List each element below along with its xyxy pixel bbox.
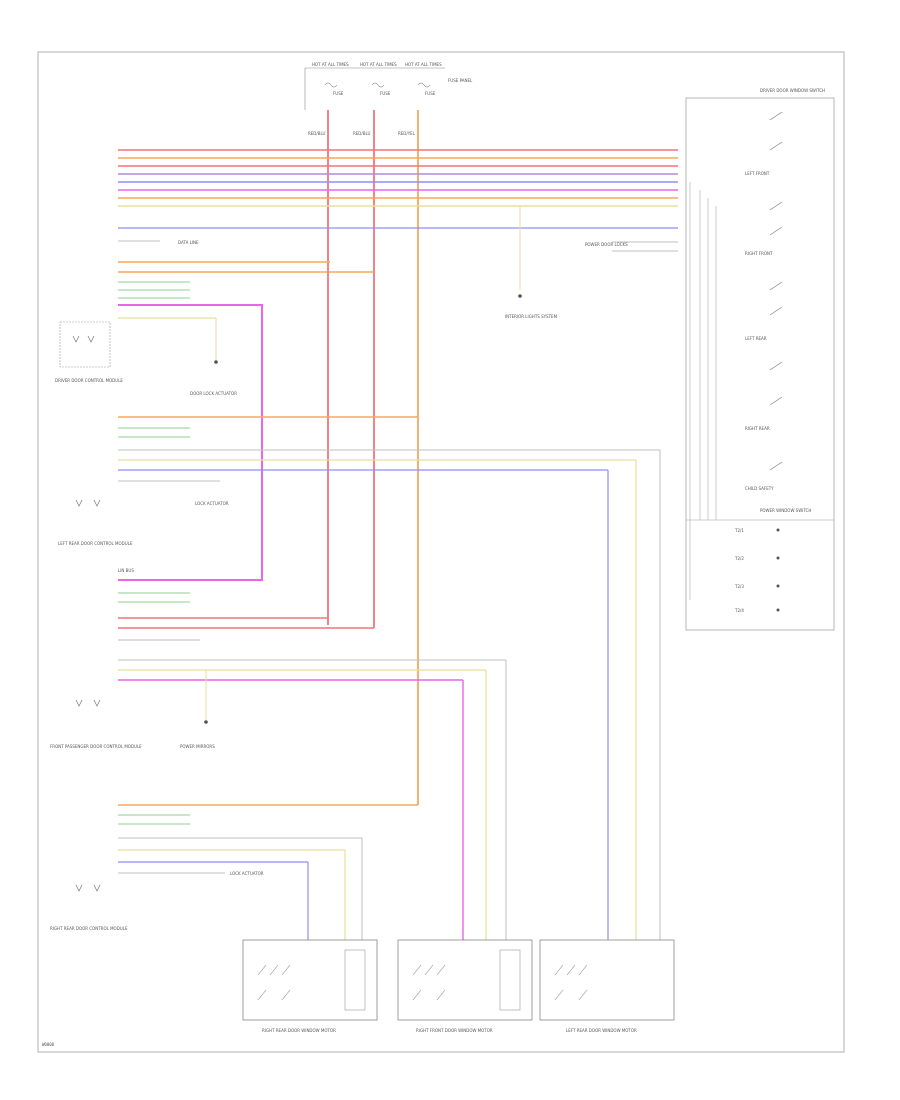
switch-pin-1: T2/1	[734, 528, 744, 533]
driver-door-module: DRIVER DOOR CONTROL MODULE	[55, 321, 123, 383]
callout-lin-bus: LIN BUS	[118, 568, 134, 573]
right-rear-module-name: RIGHT REAR DOOR CONTROL MODULE	[50, 926, 128, 931]
switch-pin-2: T2/2	[734, 556, 744, 561]
left-rear-bus	[118, 416, 660, 482]
fuse-label-1: HOT AT ALL TIMES	[312, 62, 349, 67]
switch-row-3: LEFT REAR	[745, 336, 767, 341]
driver-door-module-name: DRIVER DOOR CONTROL MODULE	[55, 378, 123, 383]
right-rear-bus	[118, 804, 418, 874]
lin-bus-wire	[118, 304, 263, 581]
motor-drops	[307, 450, 661, 940]
callout-mirror: POWER MIRRORS	[180, 744, 215, 749]
fuse-name-2: FUSE	[380, 91, 391, 96]
window-motor-2-name: RIGHT FRONT DOOR WINDOW MOTOR	[416, 1028, 493, 1033]
right-rear-module: RIGHT REAR DOOR CONTROL MODULE	[50, 884, 128, 931]
callout-data-line: DATA LINE	[178, 240, 199, 245]
window-motor-3: LEFT REAR DOOR WINDOW MOTOR	[539, 939, 675, 1033]
driver-bus-lines	[118, 149, 678, 290]
front-passenger-bus	[118, 592, 506, 720]
window-motor-3-name: LEFT REAR DOOR WINDOW MOTOR	[566, 1028, 637, 1033]
callout-driver-door-lock: DOOR LOCK ACTUATOR	[190, 391, 237, 396]
fuse-label-3: HOT AT ALL TIMES	[405, 62, 442, 67]
switch-row-4: RIGHT REAR	[745, 426, 770, 431]
front-passenger-module: FRONT PASSENGER DOOR CONTROL MODULE	[50, 699, 142, 749]
fuse-wire-1: RED/BLU	[308, 131, 326, 136]
fuse-wire-2: RED/BLU	[353, 131, 371, 136]
fuse-label-2: HOT AT ALL TIMES	[360, 62, 397, 67]
front-passenger-module-name: FRONT PASSENGER DOOR CONTROL MODULE	[50, 744, 142, 749]
left-rear-module: LEFT REAR DOOR CONTROL MODULE	[58, 499, 133, 546]
power-window-label: POWER WINDOW SWITCH	[760, 508, 811, 513]
diagram-frame	[37, 51, 845, 1053]
switch-row-1: LEFT FRONT	[745, 171, 770, 176]
driver-lower-connector	[118, 261, 374, 360]
fuse-name-1: FUSE	[333, 91, 344, 96]
callout-interior-lights: INTERIOR LIGHTS SYSTEM	[505, 314, 558, 319]
fuse-panel-label: FUSE PANEL	[448, 78, 473, 83]
callout-power-door-locks: POWER DOOR LOCKS	[585, 242, 628, 247]
switch-panel-name: DRIVER DOOR WINDOW SWITCH	[760, 88, 825, 93]
window-motor-2: RIGHT FRONT DOOR WINDOW MOTOR	[397, 939, 533, 1033]
left-rear-module-name: LEFT REAR DOOR CONTROL MODULE	[58, 541, 133, 546]
switch-panel: DRIVER DOOR WINDOW SWITCH POWER WINDOW S…	[685, 88, 835, 631]
fuse-wire-3: RED/YEL	[398, 131, 416, 136]
switch-row-2: RIGHT FRONT	[745, 251, 773, 256]
fuse-name-3: FUSE	[425, 91, 436, 96]
switch-pin-4: T2/4	[734, 608, 744, 613]
window-motor-1: RIGHT REAR DOOR WINDOW MOTOR	[242, 939, 378, 1033]
switch-feed-wires	[689, 182, 717, 600]
fuse-block: HOT AT ALL TIMES HOT AT ALL TIMES HOT AT…	[304, 62, 473, 136]
diagram-code: W0000	[42, 1042, 55, 1047]
switch-row-5: CHILD SAFETY	[745, 486, 774, 491]
callout-left-rear-lock: LOCK ACTUATOR	[195, 501, 229, 506]
window-motor-1-name: RIGHT REAR DOOR WINDOW MOTOR	[262, 1028, 336, 1033]
switch-pin-3: T2/3	[734, 584, 744, 589]
callout-right-rear-lock: LOCK ACTUATOR	[230, 871, 264, 876]
